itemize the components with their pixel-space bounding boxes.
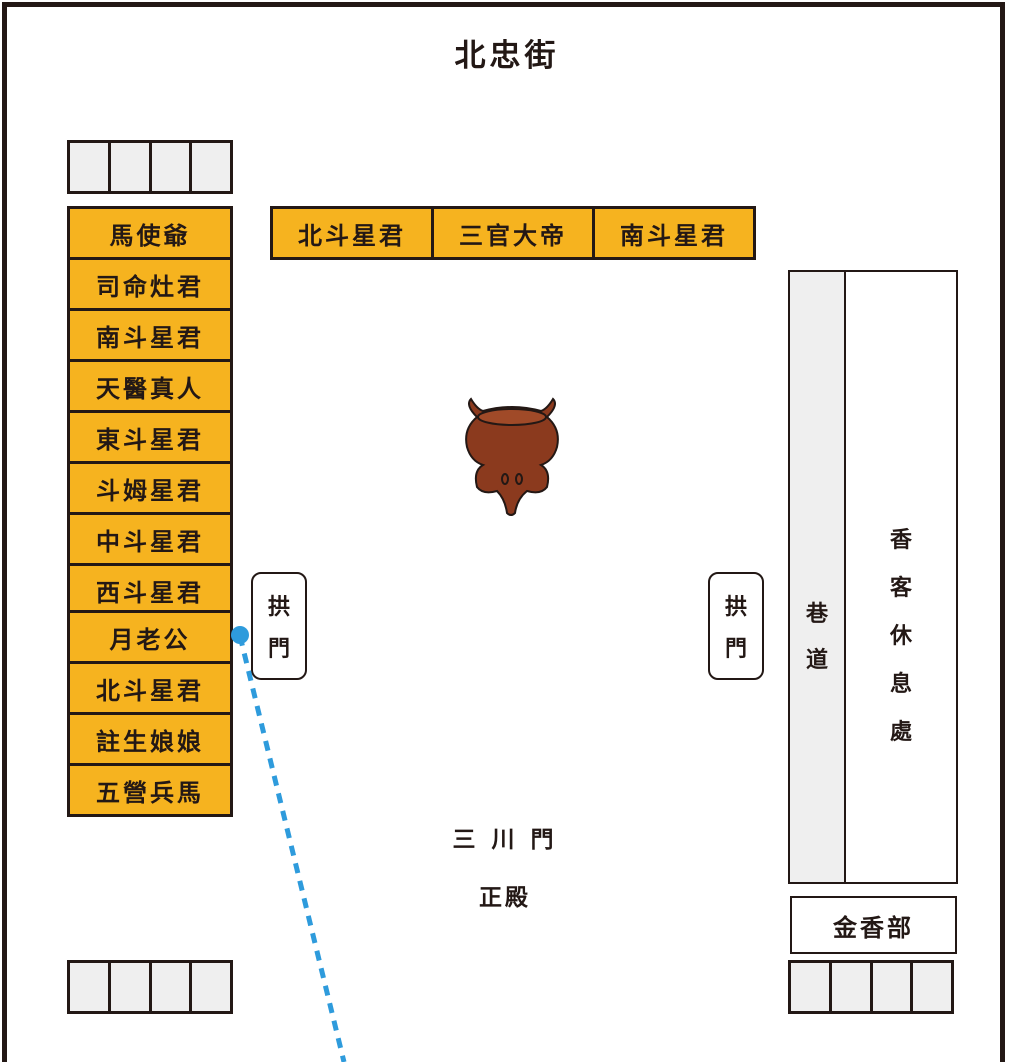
deity-plaque-left[interactable]: 馬使爺: [67, 206, 233, 260]
vertical-glyph: 休: [889, 624, 912, 649]
stall-row-top-left: [67, 140, 233, 194]
alley[interactable]: [788, 270, 846, 884]
vertical-glyph: 客: [889, 576, 912, 601]
deity-plaque-left[interactable]: 五營兵馬: [67, 763, 233, 817]
vertical-glyph: 道: [805, 648, 828, 673]
incense-dept-label: 金香部: [833, 913, 914, 942]
arch-gate-right[interactable]: 拱門: [708, 572, 764, 680]
arch-gate-left[interactable]: 拱門: [251, 572, 307, 680]
deity-plaque-left[interactable]: 註生娘娘: [67, 712, 233, 766]
deity-plaque-left[interactable]: 西斗星君: [67, 563, 233, 617]
deity-plaque-top[interactable]: 北斗星君: [270, 206, 434, 260]
stall-row-bottom-left: [67, 960, 233, 1014]
rest-area[interactable]: [844, 270, 958, 884]
arch-gate-glyph: 拱: [267, 595, 290, 620]
vertical-glyph: 處: [889, 720, 912, 745]
deity-plaque-left[interactable]: 斗姆星君: [67, 461, 233, 515]
stall-row-bottom-right: [788, 960, 954, 1014]
deity-plaque-left[interactable]: 中斗星君: [67, 512, 233, 566]
deity-plaque-left[interactable]: 天醫真人: [67, 359, 233, 413]
deity-plaque-left[interactable]: 南斗星君: [67, 308, 233, 362]
deity-plaque-left[interactable]: 月老公: [67, 610, 233, 664]
deity-plaque-top[interactable]: 三官大帝: [431, 206, 595, 260]
deity-plaque-left[interactable]: 北斗星君: [67, 661, 233, 715]
deity-plaque-left[interactable]: 司命灶君: [67, 257, 233, 311]
street-name: 北忠街: [454, 38, 560, 74]
deity-plaque-top[interactable]: 南斗星君: [592, 206, 756, 260]
incense-dept-box[interactable]: 金香部: [790, 896, 957, 954]
alley-label: 巷道: [788, 596, 846, 674]
arch-gate-glyph: 門: [267, 637, 290, 662]
main-hall-label: 正殿: [479, 885, 531, 911]
three-river-gate-label: 三 川 門: [452, 827, 558, 853]
vertical-glyph: 巷: [805, 602, 828, 627]
deity-plaque-left[interactable]: 東斗星君: [67, 410, 233, 464]
vertical-glyph: 息: [889, 672, 912, 697]
arch-gate-glyph: 門: [724, 637, 747, 662]
arch-gate-glyph: 拱: [724, 595, 747, 620]
vertical-glyph: 香: [889, 528, 912, 553]
rest-area-label: 香客休息處: [844, 522, 958, 746]
incense-burner-icon: [465, 397, 559, 516]
